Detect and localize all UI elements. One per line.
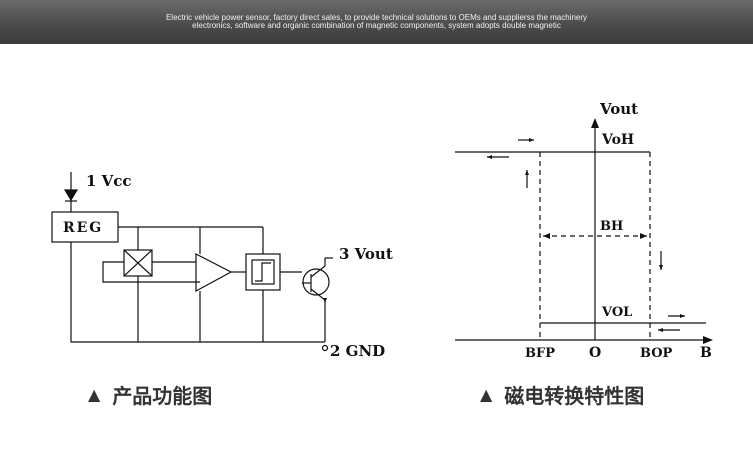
block-diagram-caption: ▲ 产品功能图 (88, 380, 212, 409)
amplifier-icon (195, 253, 233, 293)
vol-label: VOL (601, 305, 632, 320)
triangle-up-icon: ▲ (480, 385, 493, 404)
b-axis-label: B (700, 345, 712, 361)
hysteresis-caption-text: 磁电转换特性图 (504, 384, 645, 408)
transistor-icon (302, 268, 330, 296)
vout-pin-label: 3 Vout (339, 245, 393, 263)
vcc-label: 1 Vcc (86, 172, 132, 190)
banner-line-1: Electric vehicle power sensor, factory d… (165, 13, 588, 22)
banner-line-2: electronics, software and organic combin… (192, 21, 561, 30)
bh-label: BH (600, 219, 623, 234)
voh-label: VoH (601, 132, 634, 148)
top-banner: Electric vehicle power sensor, factory d… (0, 0, 753, 44)
reg-label: REG (63, 220, 103, 236)
vout-axis-label: Vout (599, 100, 638, 118)
vout-axis-arrow-icon (591, 118, 599, 128)
b-axis-arrow-icon (703, 336, 713, 344)
hysteresis-caption: ▲ 磁电转换特性图 (480, 380, 644, 409)
gnd-terminal (321, 344, 329, 352)
bop-label: BOP (640, 346, 673, 361)
gnd-label: 2 GND (330, 342, 385, 360)
bfp-label: BFP (525, 346, 555, 361)
origin-label: O (589, 345, 601, 361)
triangle-up-icon: ▲ (88, 385, 101, 404)
vcc-arrow-icon (63, 189, 79, 202)
block-diagram-caption-text: 产品功能图 (112, 384, 213, 408)
